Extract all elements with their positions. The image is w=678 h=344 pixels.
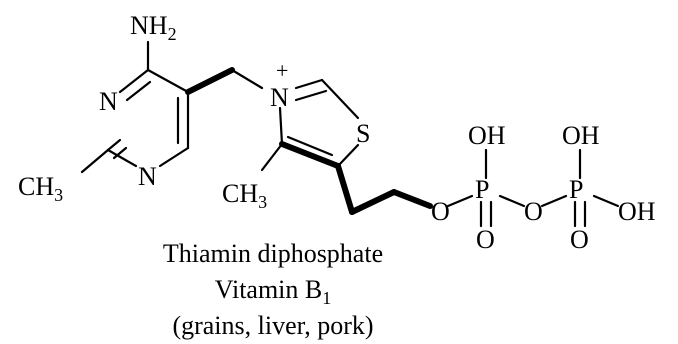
atom-ch3-thiazole: CH3 <box>222 179 267 212</box>
atom-n3: N <box>99 87 118 116</box>
bond-p2-oh-right <box>592 194 620 208</box>
atom-oh2-top: OH <box>562 121 600 150</box>
bond-obridge-p2 <box>540 194 568 208</box>
atom-n1: N <box>138 162 157 191</box>
bond-c2-n3 <box>106 138 122 152</box>
ethyl-chain <box>335 163 433 215</box>
bond-c6-n1 <box>158 146 190 168</box>
bond-c5-ch2 <box>185 67 235 95</box>
caption-name: Thiamin diphosphate <box>163 239 383 268</box>
bond-n3-c4-double <box>125 80 152 102</box>
atom-o-bridge: O <box>524 197 543 226</box>
atom-p1: P <box>475 175 489 204</box>
pyrimidine-ring <box>80 40 190 174</box>
bond-n-c2-double <box>294 89 328 102</box>
atom-s: S <box>356 119 370 148</box>
atom-nh2: NH2 <box>130 11 177 44</box>
atom-n-plus-charge: + <box>276 58 288 83</box>
bond-n-c2 <box>294 78 324 90</box>
bond-ch2b-o <box>391 189 433 209</box>
bond-n1-c2 <box>106 148 138 168</box>
bond-c5-ch2a <box>335 163 355 215</box>
methylene-bridge <box>185 67 264 95</box>
atom-oh1: OH <box>468 121 506 150</box>
bond-ch2-nplus <box>230 68 264 90</box>
bond-c2-n3-double <box>112 146 128 160</box>
bond-c4-c5 <box>146 68 190 94</box>
bond-c5-c4 <box>279 141 341 169</box>
atom-ch3-left: CH3 <box>18 172 63 205</box>
atom-o-link: O <box>431 197 450 226</box>
atom-o1-bottom: O <box>476 225 495 254</box>
bond-o-p1 <box>446 194 474 208</box>
bond-c5-c4-double <box>286 135 334 157</box>
bond-c2-ch3 <box>80 148 110 174</box>
atom-oh2-right: OH <box>618 197 656 226</box>
atom-p2: P <box>569 175 583 204</box>
caption-vitamin: Vitamin B1 <box>215 275 332 308</box>
thiazolium-ring <box>260 78 360 172</box>
atom-n-plus: N <box>270 83 289 112</box>
bond-ch2a-ch2b <box>349 189 397 215</box>
bond-c4-ch3 <box>260 142 284 172</box>
caption-sources: (grains, liver, pork) <box>172 311 373 340</box>
bond-n3-c4 <box>118 68 150 94</box>
atom-o2-bottom: O <box>570 225 589 254</box>
bond-c2-s <box>320 78 360 120</box>
bond-c4-n <box>278 106 284 146</box>
bond-s-c5 <box>336 143 360 168</box>
bond-p1-obridge <box>498 194 526 208</box>
diphosphate <box>446 148 620 228</box>
